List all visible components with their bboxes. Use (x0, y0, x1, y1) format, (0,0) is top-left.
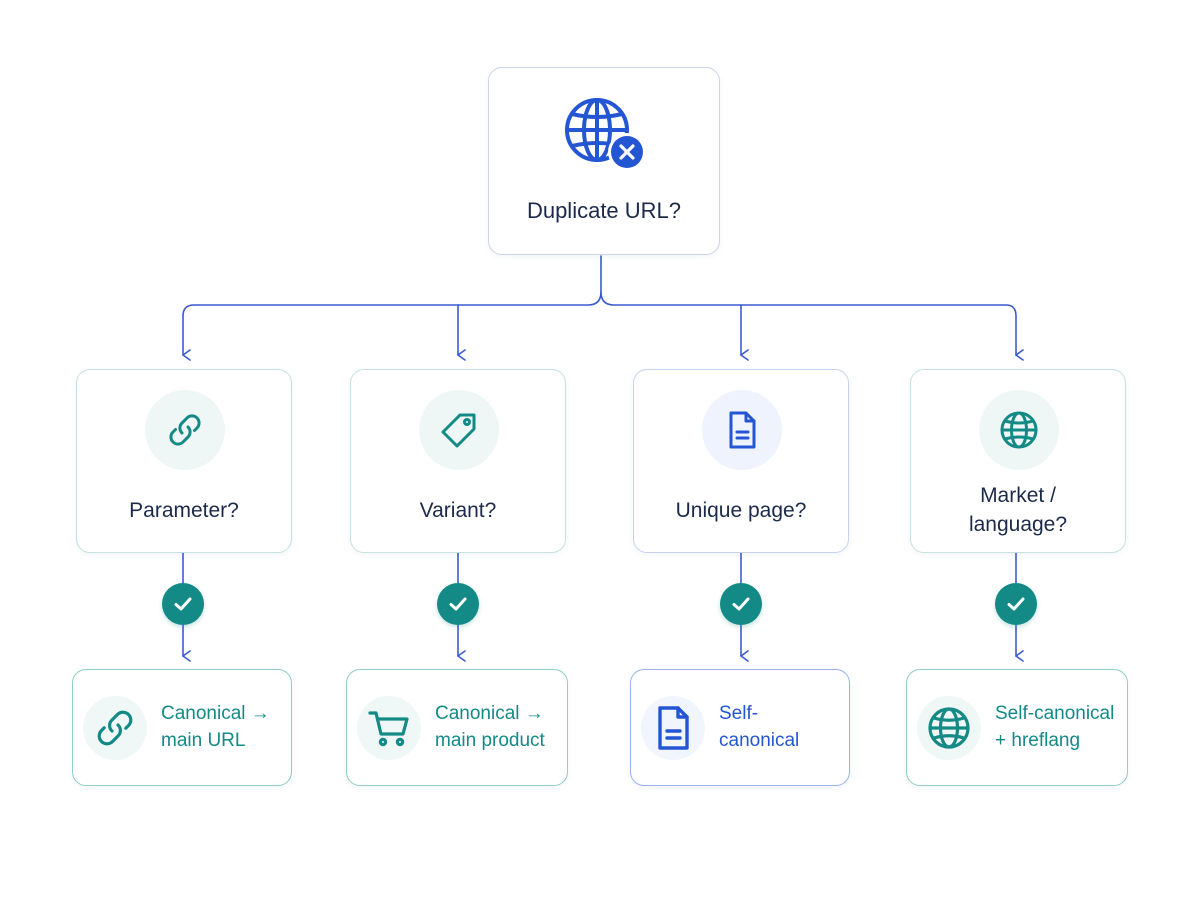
result-label: Self- canonical (719, 703, 800, 751)
icon-circle (702, 390, 782, 470)
result-node-self-canonical: Self- canonical (630, 669, 850, 786)
root-label: Duplicate URL? (526, 198, 682, 223)
icon-circle (83, 696, 147, 760)
check-badge-1 (162, 583, 204, 625)
connector-branch-right (600, 291, 1024, 361)
result-node-self-canonical-hreflang: Self-canonical + hreflang (906, 669, 1128, 786)
icon-circle (641, 696, 705, 760)
document-icon (729, 411, 756, 449)
cart-icon (368, 711, 409, 747)
question-label: Market /language? (919, 480, 1117, 540)
result-label: Self-canonical + hreflang (995, 703, 1115, 751)
globe-icon (1000, 411, 1038, 449)
question-node-parameter: Parameter? (76, 369, 292, 553)
result-label: Canonical → main URL (161, 703, 270, 751)
document-icon (658, 706, 689, 750)
icon-circle (917, 696, 981, 760)
icon-circle (145, 390, 225, 470)
check-badge-2 (437, 583, 479, 625)
question-label: Parameter? (129, 498, 239, 522)
question-node-variant: Variant? (350, 369, 566, 553)
check-icon (732, 597, 750, 611)
question-label: Unique page? (675, 498, 807, 522)
icon-circle (979, 390, 1059, 470)
question-label: Variant? (419, 498, 497, 522)
globe-icon (928, 707, 970, 749)
tag-icon (441, 413, 476, 448)
link-icon (169, 414, 201, 446)
check-badge-4 (995, 583, 1037, 625)
check-icon (449, 597, 467, 611)
check-icon (1007, 597, 1025, 611)
check-icon (174, 597, 192, 611)
result-label: Canonical → main product (435, 703, 545, 751)
result-node-canonical-main-product: Canonical → main product (346, 669, 568, 786)
icon-circle (357, 696, 421, 760)
icon-circle (419, 390, 499, 470)
question-node-market-language: Market /language? (910, 369, 1126, 553)
result-node-canonical-main-url: Canonical → main URL (72, 669, 292, 786)
link-icon (97, 710, 133, 746)
question-node-unique-page: Unique page? (633, 369, 849, 553)
connector-trunk (182, 255, 602, 361)
globe-x-icon (565, 98, 646, 171)
root-node: Duplicate URL? (488, 67, 720, 255)
check-badge-3 (720, 583, 762, 625)
question-label-text: Market /language? (968, 484, 1068, 536)
